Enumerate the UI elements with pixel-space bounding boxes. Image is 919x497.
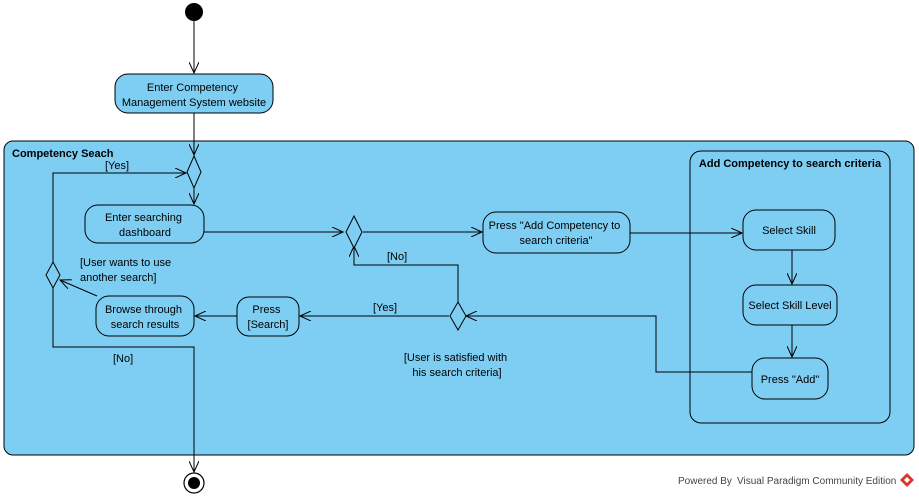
final-node-core xyxy=(188,477,200,489)
action-browse-results-line2: search results xyxy=(111,319,180,331)
action-press-search xyxy=(236,296,300,337)
decision-node-satisfied xyxy=(449,300,467,332)
action-press-search-line2: [Search] xyxy=(248,319,289,331)
action-select-skill-level xyxy=(742,284,838,326)
action-enter-dashboard xyxy=(84,204,205,244)
guard-satisfied: [User is satisfied with his search crite… xyxy=(404,352,510,379)
flow-decision-no xyxy=(354,246,459,304)
partition-competency-search-title: Competency Seach xyxy=(12,148,114,160)
flow-decision-yes-loop xyxy=(52,173,186,262)
flow-browse-to-decision xyxy=(60,280,98,297)
action-press-search-line1: Press xyxy=(252,304,281,316)
guard-another-search-line1: [User wants to use xyxy=(80,257,171,269)
vp-logo-icon xyxy=(900,473,914,487)
action-enter-dashboard-label: Enter searching dashboard xyxy=(105,212,185,239)
action-press-search-label: Press [Search] xyxy=(248,304,289,331)
action-press-add-label: Press "Add" xyxy=(761,374,820,386)
guard-another-search: [User wants to use another search] xyxy=(80,257,174,284)
guard-satisfied-line2: his search criteria] xyxy=(412,367,501,379)
action-press-add xyxy=(751,357,829,400)
action-enter-system-line1: Enter Competency xyxy=(147,82,239,94)
action-select-skill-level-label: Select Skill Level xyxy=(748,300,831,312)
action-press-add-competency xyxy=(482,211,631,254)
action-enter-system-line2: Management System website xyxy=(122,97,266,109)
action-enter-system xyxy=(114,73,274,114)
action-enter-dashboard-line2: dashboard xyxy=(119,227,171,239)
footer-edition: Visual Paradigm Community Edition xyxy=(737,476,896,487)
guard-satisfied-line1: [User is satisfied with xyxy=(404,352,507,364)
merge-node-top xyxy=(186,154,202,190)
partition-competency-search xyxy=(3,140,915,456)
guard-yes-top: [Yes] xyxy=(105,160,129,172)
action-browse-results-label: Browse through search results xyxy=(105,304,185,331)
merge-node-middle xyxy=(345,214,363,250)
partition-add-competency-title: Add Competency to search criteria xyxy=(699,158,882,170)
initial-node xyxy=(185,3,203,21)
guard-another-search-line2: another search] xyxy=(80,272,156,284)
action-press-add-competency-label: Press "Add Competency to search criteria… xyxy=(489,220,624,247)
action-press-add-competency-line2: search criteria" xyxy=(520,235,593,247)
decision-node-another-search xyxy=(45,260,61,290)
flow-press-add-to-decision xyxy=(466,316,752,373)
flow-decision-no-end xyxy=(52,288,194,472)
action-enter-dashboard-line1: Enter searching xyxy=(105,212,182,224)
guard-yes-middle: [Yes] xyxy=(373,302,397,314)
action-select-skill-label: Select Skill xyxy=(762,225,816,237)
guard-no-middle: [No] xyxy=(387,251,407,263)
action-select-skill xyxy=(742,209,836,251)
action-browse-results xyxy=(95,295,195,337)
action-press-add-competency-line1: Press "Add Competency to xyxy=(489,220,621,232)
control-flows xyxy=(52,21,792,472)
guard-no-bottom: [No] xyxy=(113,353,133,365)
action-browse-results-line1: Browse through xyxy=(105,304,182,316)
footer-powered-by: Powered By xyxy=(678,476,732,487)
action-enter-system-label: Enter Competency Management System websi… xyxy=(122,82,266,109)
